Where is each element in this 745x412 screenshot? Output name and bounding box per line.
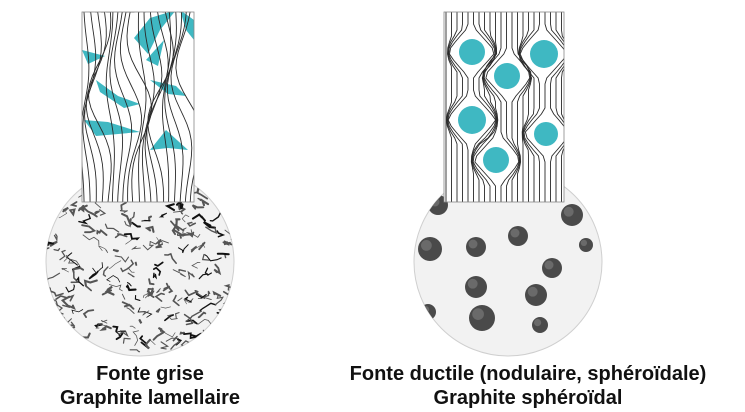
nodule-highlight [528, 287, 538, 297]
nodule-highlight [581, 240, 587, 246]
graphite-flake [34, 325, 44, 335]
gray-iron-panel: Fonte grise Graphite lamellaire [0, 0, 320, 412]
graphite-flake [184, 348, 187, 353]
nodule-highlight [472, 308, 484, 320]
graphite-flake [217, 186, 219, 191]
graphite-sphere [534, 122, 558, 146]
graphite-flake [51, 326, 75, 329]
graphite-flake [136, 263, 137, 266]
graphite-flake [181, 333, 184, 334]
ductile-iron-caption: Fonte ductile (nodulaire, sphéroïdale) G… [308, 362, 745, 410]
graphite-flake [140, 320, 142, 323]
nodule-highlight [468, 279, 478, 289]
nodule-highlight [511, 229, 520, 238]
graphite-sphere [530, 40, 558, 68]
graphite-flake [177, 354, 184, 357]
graphite-sphere [494, 63, 520, 89]
nodule-highlight [421, 240, 432, 251]
nodule-highlight [564, 207, 574, 217]
graphite-flake [230, 352, 234, 354]
graphite-flake [113, 250, 118, 251]
nodule-highlight [469, 240, 478, 249]
graphite-flake [221, 319, 224, 325]
graphite-flake [33, 187, 45, 190]
graphite-flake [47, 346, 51, 352]
ductile-iron-panel: Fonte ductile (nodulaire, sphéroïdale) G… [300, 0, 745, 412]
graphite-flake [231, 326, 241, 329]
ductile-iron-title: Fonte ductile (nodulaire, sphéroïdale) [308, 362, 745, 386]
graphite-flake [58, 318, 65, 323]
graphite-flake [48, 211, 51, 214]
spheroidal-graphite-illustration [300, 0, 745, 360]
graphite-flake [220, 309, 226, 315]
graphite-flake [218, 254, 229, 255]
graphite-flake [204, 179, 207, 182]
graphite-sphere [483, 147, 509, 173]
graphite-flake [61, 177, 67, 179]
nodule-highlight [545, 261, 554, 270]
nodule-highlight [534, 319, 541, 326]
graphite-flake [86, 348, 91, 359]
graphite-flake [53, 185, 60, 188]
lamellar-flow-strip [80, 10, 201, 204]
ductile-iron-subtitle: Graphite sphéroïdal [308, 386, 745, 410]
graphite-flake [56, 315, 61, 319]
graphite-flake [50, 209, 56, 213]
gray-iron-title: Fonte grise [20, 362, 280, 386]
graphite-flake [62, 182, 65, 184]
graphite-flake [221, 327, 227, 331]
graphite-flake [48, 342, 53, 343]
graphite-flake [35, 213, 46, 217]
graphite-flake [44, 317, 53, 322]
graphite-flake [216, 165, 225, 171]
graphite-flake [227, 319, 234, 323]
graphite-flake [47, 317, 55, 321]
graphite-flake [219, 346, 228, 354]
graphite-sphere [458, 106, 486, 134]
graphite-flake [234, 341, 239, 348]
graphite-flake [181, 234, 185, 235]
graphite-flake [61, 350, 68, 357]
graphite-flake [212, 189, 219, 192]
graphite-flake [48, 350, 57, 355]
graphite-flake [40, 341, 44, 343]
graphite-flake [217, 313, 221, 318]
graphite-flake [211, 328, 215, 342]
graphite-flake [142, 220, 151, 221]
graphite-sphere [459, 39, 485, 65]
graphite-flake [46, 184, 54, 191]
spheroidal-flow-strip [444, 12, 569, 204]
graphite-flake [232, 179, 238, 185]
lamellar-graphite-illustration [0, 0, 320, 360]
gray-iron-caption: Fonte grise Graphite lamellaire [20, 362, 280, 410]
graphite-flake [232, 331, 238, 344]
graphite-flake [199, 348, 205, 351]
gray-iron-subtitle: Graphite lamellaire [20, 386, 280, 410]
